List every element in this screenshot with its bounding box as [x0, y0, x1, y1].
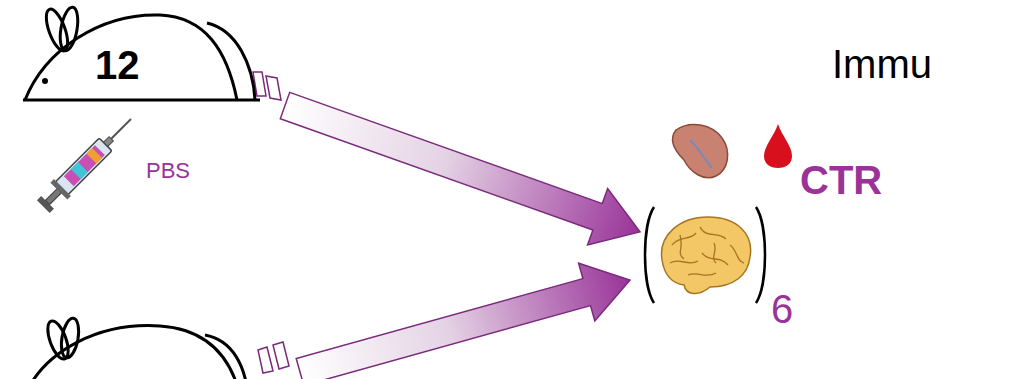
brain-icon	[662, 217, 751, 294]
brain-fold	[702, 253, 728, 265]
mouse-haunch	[207, 23, 255, 100]
node-outline	[15, 5, 285, 110]
substance-label: PBS	[146, 160, 190, 182]
block-arrow	[280, 92, 640, 245]
node-outline	[640, 205, 770, 305]
sample-count: 6	[771, 289, 793, 329]
mouse-ear	[57, 6, 80, 52]
block-arrow	[296, 263, 630, 379]
bracket-right	[756, 207, 765, 303]
brain-fold	[672, 233, 696, 245]
syringe-icon	[35, 111, 140, 216]
brain-fold	[730, 245, 744, 263]
brain-fold	[688, 273, 716, 275]
blood-drop-icon	[764, 124, 792, 168]
organ-bracket: 6	[640, 205, 770, 305]
brain-fold	[714, 243, 716, 263]
mouse-eye	[42, 78, 48, 84]
mouse-ear	[42, 7, 72, 54]
mouse-base	[23, 99, 260, 102]
brain-shape	[662, 217, 751, 294]
mouse-outline	[23, 6, 260, 100]
group-label: CTR	[800, 160, 882, 200]
brain-fold	[700, 227, 726, 239]
bracket-left	[645, 207, 654, 303]
mouse-shape: 12	[15, 5, 285, 110]
heading-fragment: Immu	[832, 44, 932, 84]
mouse-body	[25, 15, 237, 100]
arrow-tail-segments	[253, 72, 289, 373]
spleen-icon	[673, 124, 728, 177]
group-count: 12	[95, 45, 140, 85]
mouse-outline	[25, 317, 248, 379]
spleen-vessel	[690, 140, 712, 168]
brain-fold	[670, 261, 698, 263]
brain-fold	[680, 235, 684, 259]
